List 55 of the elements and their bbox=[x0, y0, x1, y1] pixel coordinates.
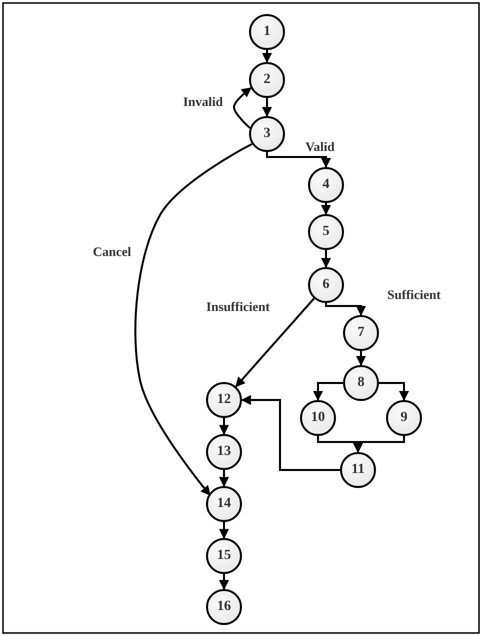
node-circle bbox=[308, 267, 344, 303]
node-circle bbox=[386, 400, 422, 436]
node-circle bbox=[343, 315, 379, 351]
arrow bbox=[235, 298, 315, 388]
edge-label: Invalid bbox=[182, 94, 224, 110]
arrow bbox=[325, 303, 366, 316]
node-number: 1 bbox=[264, 25, 270, 39]
node-number: 6 bbox=[322, 278, 330, 292]
node-circle bbox=[206, 486, 242, 522]
node-number: 14 bbox=[217, 497, 231, 511]
node-circle bbox=[308, 167, 344, 203]
arrow bbox=[356, 351, 366, 366]
node-number: 7 bbox=[358, 326, 364, 340]
arrow bbox=[262, 50, 272, 63]
arrow bbox=[321, 203, 331, 215]
arrow bbox=[266, 152, 331, 168]
node-number: 15 bbox=[217, 549, 231, 563]
node-number: 11 bbox=[351, 463, 365, 477]
arrow bbox=[313, 382, 343, 401]
edge-label: Sufficient bbox=[386, 288, 442, 302]
node-number: 4 bbox=[322, 178, 330, 192]
arrow bbox=[219, 418, 229, 435]
node-circle bbox=[206, 382, 242, 418]
node-circle bbox=[249, 14, 285, 50]
node-circle bbox=[249, 62, 285, 98]
node-number: 13 bbox=[217, 445, 231, 459]
node-circle bbox=[343, 365, 379, 401]
edge-label: Valid bbox=[304, 140, 336, 154]
node-circle bbox=[206, 434, 242, 470]
node-circle bbox=[249, 116, 285, 152]
arrow bbox=[379, 382, 409, 401]
edge-label: Cancel bbox=[92, 244, 132, 260]
edge-label: Insufficient bbox=[205, 300, 271, 314]
node-circle bbox=[300, 400, 336, 436]
node-number: 3 bbox=[264, 127, 270, 141]
arrow bbox=[353, 436, 405, 453]
node-number: 5 bbox=[322, 225, 330, 239]
node-number: 8 bbox=[358, 376, 364, 390]
arrow bbox=[321, 250, 331, 268]
arrow bbox=[219, 574, 229, 590]
arrow bbox=[219, 522, 229, 539]
node-number: 16 bbox=[217, 600, 231, 614]
arrow bbox=[262, 98, 272, 117]
node-number: 10 bbox=[311, 411, 325, 425]
node-circle bbox=[206, 589, 242, 625]
arrow bbox=[241, 395, 340, 471]
node-circle bbox=[206, 538, 242, 574]
node-number: 9 bbox=[400, 411, 408, 425]
arrow bbox=[233, 87, 252, 129]
arrow bbox=[219, 470, 229, 487]
node-circle bbox=[340, 452, 376, 488]
node-number: 2 bbox=[264, 73, 270, 87]
node-circle bbox=[308, 214, 344, 250]
arrow bbox=[134, 143, 252, 496]
node-number: 12 bbox=[217, 393, 231, 407]
